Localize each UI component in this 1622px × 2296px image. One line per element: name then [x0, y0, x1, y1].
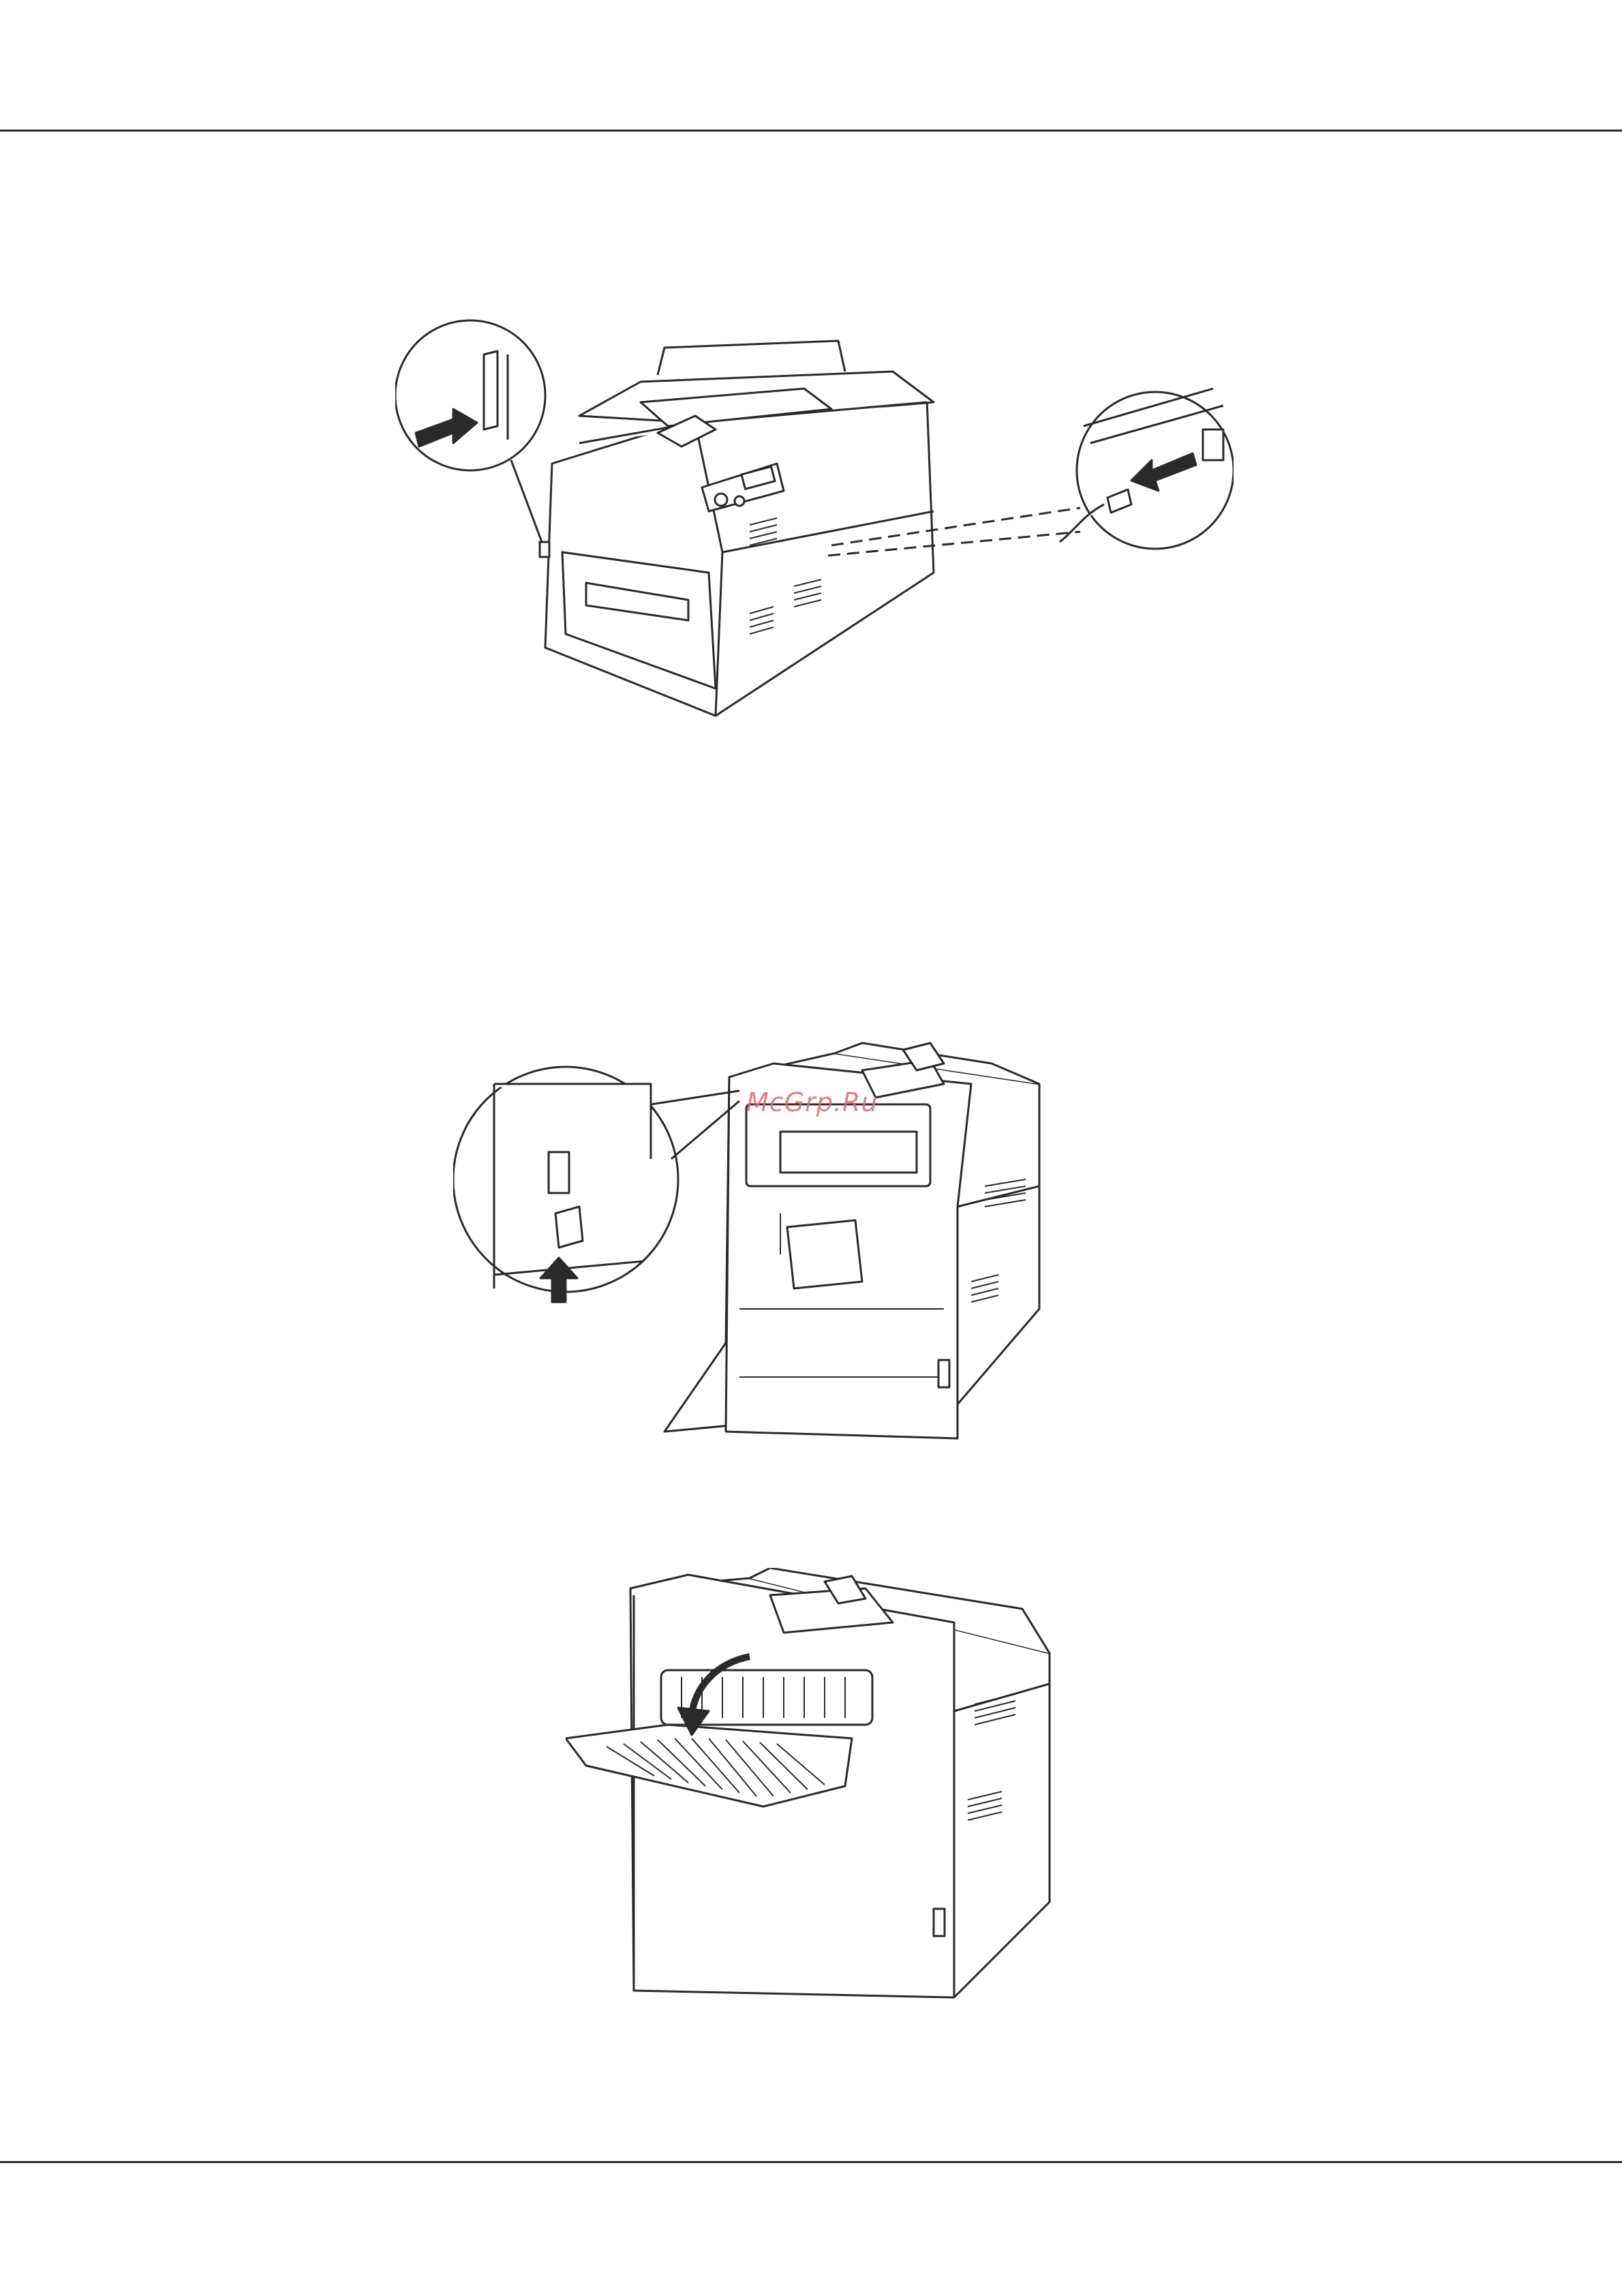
watermark: McGrp.Ru	[746, 1087, 878, 1117]
printer-rear-lever-up-icon	[453, 1023, 1176, 1442]
printer-rear-lever-illustration	[453, 1023, 1176, 1442]
printer-rear-cover-illustration	[566, 1568, 1063, 2011]
printer-front-power-switch-and-power-cord-icon	[395, 307, 1234, 723]
footer-rule	[0, 2161, 1622, 2163]
printer-rear-cover-open-icon	[566, 1568, 1063, 2011]
printer-power-illustration	[395, 307, 1234, 723]
header-rule	[0, 130, 1622, 132]
